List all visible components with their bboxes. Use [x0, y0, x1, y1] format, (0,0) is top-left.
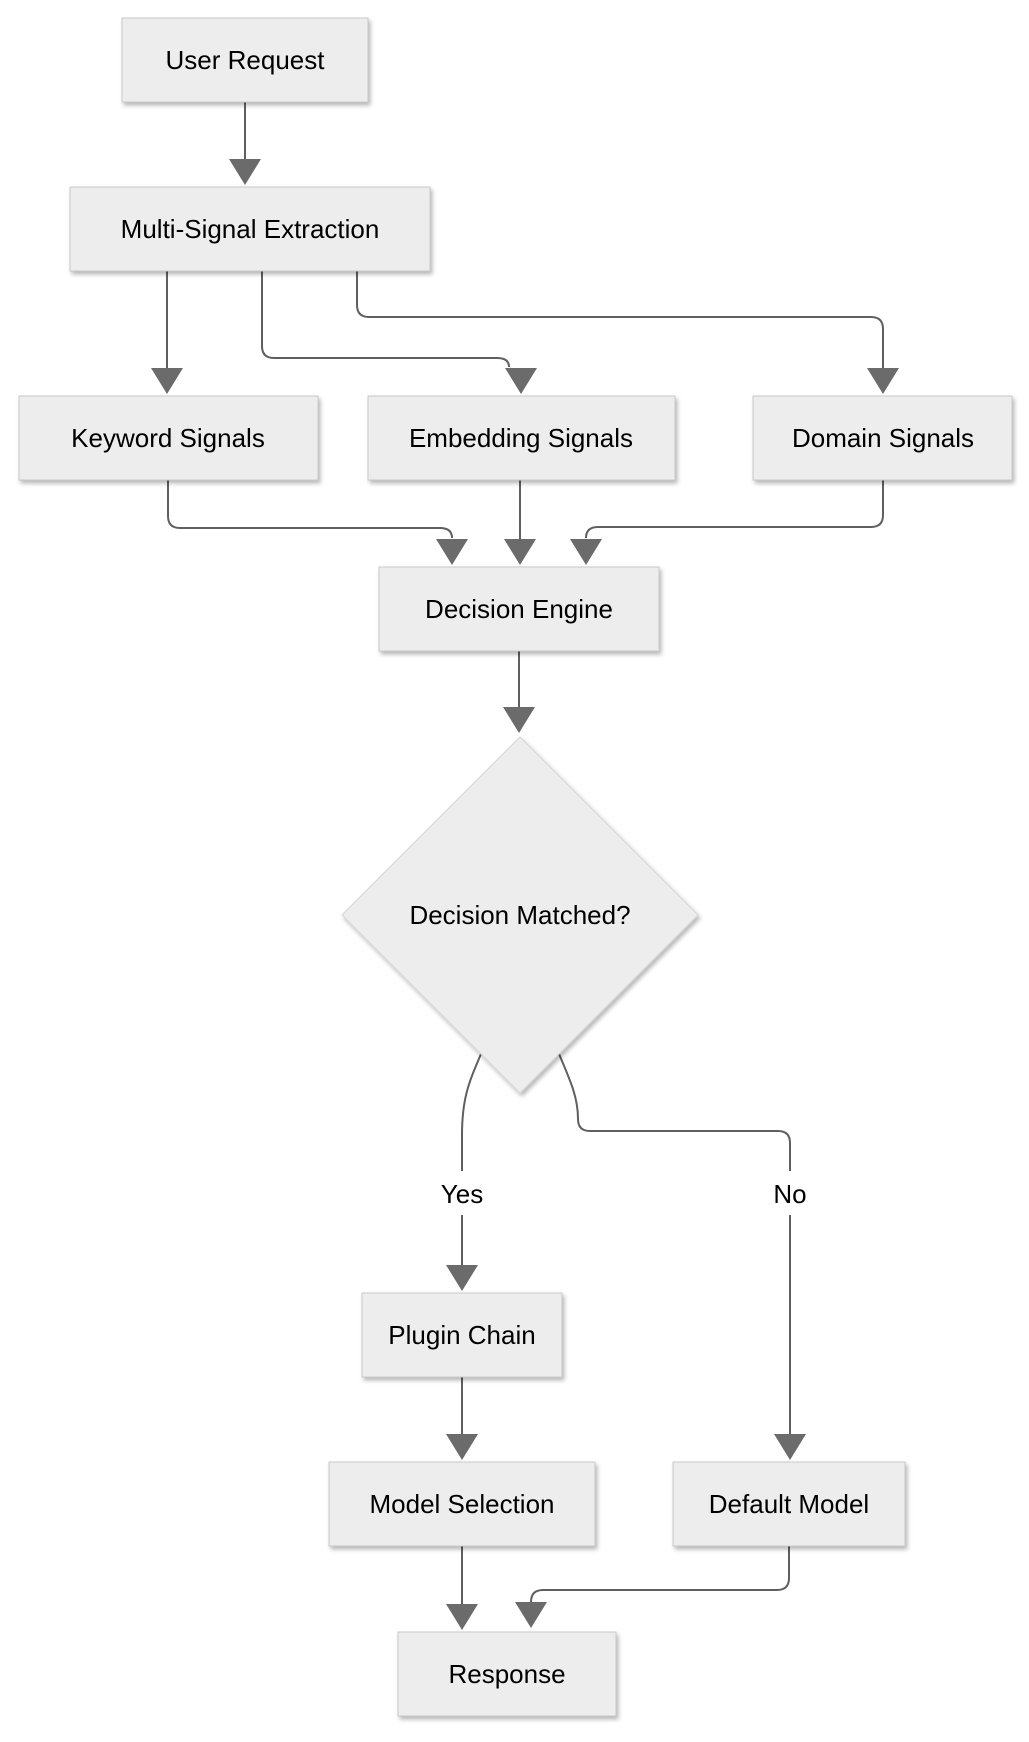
- node-response: Response: [397, 1631, 617, 1717]
- edge-label-no-background: [761, 1171, 819, 1215]
- edge-label-yes: Yes: [441, 1179, 483, 1209]
- node-embedding-signals: Embedding Signals: [367, 395, 676, 481]
- edge-default-model-to-response: [515, 1546, 790, 1628]
- node-model-selection: Model Selection: [328, 1461, 596, 1547]
- edge-plugin-chain-to-model-selection: [446, 1377, 478, 1460]
- edge-label-no: No: [773, 1179, 806, 1209]
- edge-domain-signals-to-decision-engine: [570, 480, 884, 565]
- edge-decision-matched-no-to-default-model: No: [558, 1053, 819, 1460]
- node-default-model: Default Model: [672, 1461, 906, 1547]
- node-multi-signal-extraction-label: Multi-Signal Extraction: [121, 214, 380, 244]
- node-multi-signal-extraction: Multi-Signal Extraction: [69, 186, 431, 272]
- edge-decision-engine-to-decision-matched: [503, 651, 535, 733]
- node-decision-matched: Decision Matched?: [341, 736, 699, 1094]
- edge-decision-matched-yes-to-plugin-chain: Yes: [430, 1053, 494, 1291]
- node-default-model-label: Default Model: [709, 1489, 869, 1519]
- node-decision-engine: Decision Engine: [378, 566, 660, 652]
- edge-model-selection-to-response: [446, 1546, 478, 1630]
- edge-keyword-signals-to-decision-engine: [167, 480, 468, 565]
- node-keyword-signals-label: Keyword Signals: [71, 423, 265, 453]
- node-model-selection-label: Model Selection: [370, 1489, 555, 1519]
- node-embedding-signals-label: Embedding Signals: [409, 423, 633, 453]
- edge-embedding-signals-to-decision-engine: [504, 480, 536, 565]
- node-domain-signals-label: Domain Signals: [792, 423, 974, 453]
- node-user-request: User Request: [121, 17, 369, 103]
- node-plugin-chain: Plugin Chain: [361, 1292, 563, 1378]
- edge-multi-signal-to-keyword-signals: [151, 271, 183, 394]
- node-user-request-label: User Request: [166, 45, 326, 75]
- node-domain-signals: Domain Signals: [752, 395, 1013, 481]
- node-decision-matched-label: Decision Matched?: [409, 900, 630, 930]
- node-plugin-chain-label: Plugin Chain: [388, 1320, 535, 1350]
- node-keyword-signals: Keyword Signals: [18, 395, 319, 481]
- node-response-label: Response: [448, 1659, 565, 1689]
- node-decision-engine-label: Decision Engine: [425, 594, 613, 624]
- edge-multi-signal-to-domain-signals: [356, 271, 899, 394]
- edge-user-request-to-multi-signal: [229, 102, 261, 185]
- edge-multi-signal-to-embedding-signals: [261, 271, 537, 394]
- edge-label-yes-background: [430, 1171, 494, 1215]
